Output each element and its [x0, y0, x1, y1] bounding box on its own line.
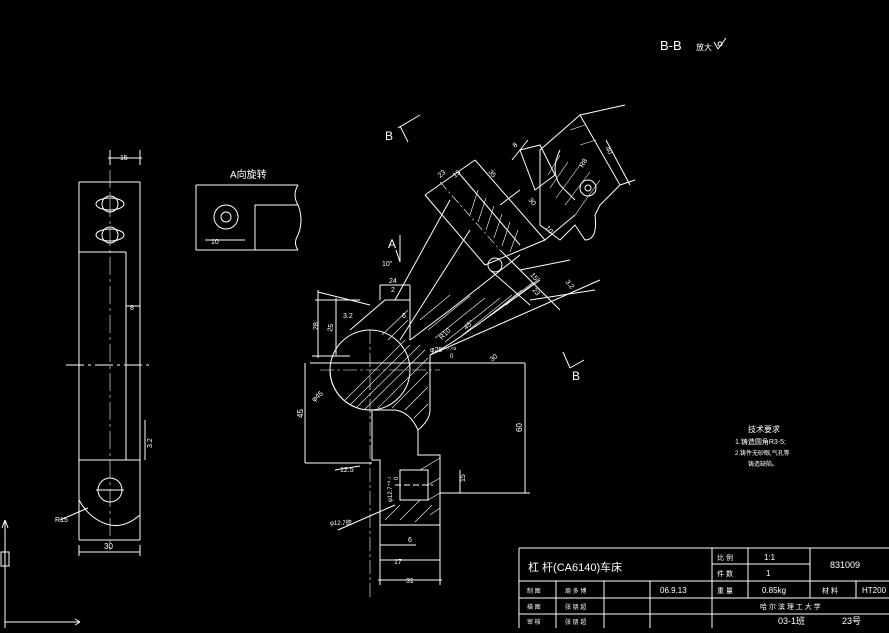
- dim-main-45: 45: [296, 409, 305, 418]
- dim-main-15: 15: [460, 474, 467, 482]
- title-weight-label: 重 量: [717, 587, 733, 595]
- dim-left-top: 15: [120, 155, 128, 162]
- bb-hatching: [547, 124, 601, 216]
- notes-line-3: 铸造缺陷。: [748, 460, 778, 468]
- section-mark-b-top: B: [385, 129, 393, 143]
- dim-main-60: 60: [515, 423, 524, 432]
- title-row3-c1: 描 图: [527, 603, 541, 611]
- a-view: [195, 184, 302, 251]
- dim-main-6b: 6: [408, 537, 412, 544]
- dim-main-6: 6: [402, 313, 406, 320]
- dim-main-17: 17: [394, 559, 402, 566]
- dim-left-mid: 8: [130, 305, 134, 312]
- dim-main-30: 30: [489, 353, 500, 363]
- dim-main-phi12-7c: φ12.7锪: [330, 519, 352, 527]
- dim-main-phi12-7a: φ12.7⁺⁰·¹: [387, 477, 394, 502]
- dim-left-right: 3.2: [147, 438, 154, 448]
- dim-main-28: 28: [313, 322, 320, 330]
- dim-main-phi25: φ25⁺⁰·⁰²: [430, 346, 457, 354]
- title-date: 06.9.13: [660, 586, 687, 595]
- title-count-label: 件 数: [717, 569, 733, 578]
- section-suffix: 放大: [696, 42, 712, 52]
- bb-section-detail: [511, 104, 636, 241]
- title-row2-c2: 周 多 博: [565, 587, 586, 595]
- title-count-value: 1: [766, 569, 771, 578]
- title-school: 哈 尔 滨 理 工 大 学: [760, 602, 821, 611]
- title-weight-value: 0.85kg: [762, 586, 786, 595]
- title-row3-c2: 张 朋 超: [565, 603, 586, 611]
- dim-left-radius: R15: [55, 517, 68, 524]
- notes-line-1: 1.铸造圆角R3-5;: [735, 437, 786, 446]
- dim-arm-15b: 15: [528, 272, 538, 283]
- dim-main-phi12-7b: 0: [394, 476, 400, 480]
- section-title: B-B: [660, 38, 682, 53]
- title-row4-c1: 审 核: [527, 618, 541, 626]
- title-block-frame: [518, 547, 889, 628]
- title-material-value: HT200: [862, 586, 887, 595]
- dim-arm-30: 30: [526, 197, 536, 208]
- arm-view: [394, 159, 601, 356]
- section-mark-a: A: [388, 237, 396, 251]
- title-drawing-no: 831009: [830, 560, 860, 570]
- section-mark-b-bottom: B: [572, 369, 580, 383]
- dim-main-10deg: 10°: [382, 260, 393, 268]
- title-class-code: 03-1班: [778, 615, 805, 626]
- title-scale-value: 1:1: [764, 553, 776, 562]
- main-view-hatching: [344, 277, 541, 523]
- dim-main-12-5: 12.5: [340, 467, 354, 474]
- dim-arm-23b: 23: [530, 287, 540, 298]
- roughness-symbol: [713, 37, 727, 50]
- dim-main-31: 31: [406, 578, 414, 585]
- dim-left-width: 30: [104, 542, 113, 551]
- ucs-icon: [0, 519, 81, 628]
- title-row2-c1: 制 图: [527, 587, 541, 595]
- a-view-title: A向旋转: [230, 168, 267, 181]
- title-part-name: 杠 杆(CA6140)车床: [528, 560, 622, 574]
- dim-main-25: 25: [327, 323, 335, 332]
- dim-main-0: 0: [450, 354, 454, 360]
- title-material-label: 材 料: [822, 586, 838, 595]
- dim-main-2: 2: [391, 287, 395, 294]
- title-scale-label: 比 例: [717, 553, 733, 562]
- dim-main-24: 24: [389, 278, 397, 285]
- main-view-outline: [304, 254, 541, 600]
- dim-arm-35: 35: [486, 169, 496, 180]
- dim-arm-10: 10: [543, 225, 553, 236]
- dim-a-view-10: 10: [211, 239, 219, 246]
- notes-line-2: 2.铸件无砂眼,气孔等: [735, 449, 790, 457]
- dim-detail-8: 8: [512, 142, 520, 150]
- arm-hatching: [469, 189, 519, 253]
- dim-arm-23: 23: [437, 169, 448, 179]
- left-side-view: [59, 150, 150, 556]
- dim-detail-40: 40: [603, 146, 613, 156]
- title-number: 23号: [842, 616, 861, 626]
- dim-arm-15: 15: [452, 169, 463, 179]
- dim-detail-r8: R8: [579, 158, 590, 169]
- dim-arm-3-2: 3.2: [563, 279, 575, 291]
- notes-title: 技术要求: [748, 424, 780, 434]
- title-row4-c2: 张 朋 超: [565, 618, 586, 626]
- dim-main-3-2a: 3.2: [343, 313, 353, 320]
